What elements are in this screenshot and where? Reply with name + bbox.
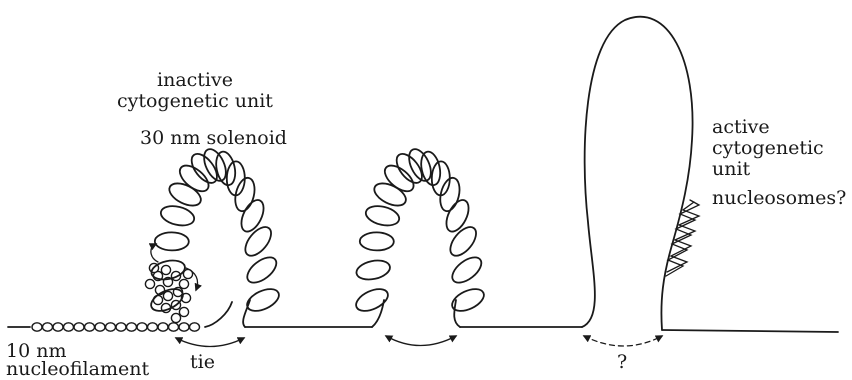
cluster-bead — [179, 307, 188, 316]
solenoid-coil — [364, 203, 401, 228]
nucleofilament-bead — [158, 323, 168, 331]
nucleofilament-label: 10 nm nucleofilament — [6, 342, 86, 378]
solenoid-label: 30 nm solenoid — [140, 128, 287, 149]
nucleofilament-bead — [43, 323, 53, 331]
nucleofilament-bead — [169, 323, 179, 331]
nucleofilament-bead — [64, 323, 74, 331]
solenoid-coil — [442, 197, 473, 235]
cluster-bead — [179, 279, 188, 288]
solenoid-coil — [353, 285, 391, 316]
nucleofilament-bead — [74, 323, 84, 331]
active-loop — [582, 17, 693, 330]
nucleofilament-bead — [95, 323, 105, 331]
tie-arrow-2 — [386, 336, 456, 346]
nucleosomes-label: nucleosomes? — [712, 188, 846, 209]
solenoid-coil — [360, 232, 394, 250]
nucleofilament-bead — [106, 323, 116, 331]
active-unit-label: active cytogenetic unit — [712, 117, 822, 180]
nucleofilament-bead — [127, 323, 137, 331]
solenoid-2 — [353, 146, 487, 327]
bead-cluster — [145, 263, 192, 322]
nucleofilament-bead — [148, 323, 158, 331]
nucleofilament-bead — [137, 323, 147, 331]
solenoid-coil — [159, 203, 196, 228]
uncertain-tie-arrow — [584, 336, 662, 346]
cluster-bead — [161, 265, 170, 274]
nucleofilament-bead — [53, 323, 63, 331]
solenoid-coil — [380, 161, 418, 196]
solenoid-coil — [448, 252, 486, 287]
cluster-bead — [163, 291, 172, 300]
question-label: ? — [617, 352, 627, 373]
solenoid-coil — [445, 223, 480, 261]
inactive-unit-label: inactive cytogenetic unit — [110, 70, 280, 112]
nucleofilament-bead — [179, 323, 189, 331]
nucleofilament-bead — [85, 323, 95, 331]
nucleofilament-bead — [190, 323, 200, 331]
tie-arrow-1 — [176, 338, 244, 347]
nucleofilament-bead — [116, 323, 126, 331]
solenoid-2-foot-right — [454, 300, 460, 327]
nucleofilament-beads — [32, 323, 200, 331]
cluster-bead — [145, 279, 154, 288]
tie-label: tie — [190, 352, 215, 373]
solenoid-coil — [355, 258, 392, 283]
cluster-bead — [171, 313, 180, 322]
solenoid-coil — [237, 197, 268, 235]
solenoid-coil — [155, 232, 189, 250]
solenoid-coil — [240, 223, 275, 261]
solenoid-coil — [175, 161, 213, 196]
nucleofilament-bead — [32, 323, 42, 331]
solenoid-coil — [243, 252, 281, 287]
